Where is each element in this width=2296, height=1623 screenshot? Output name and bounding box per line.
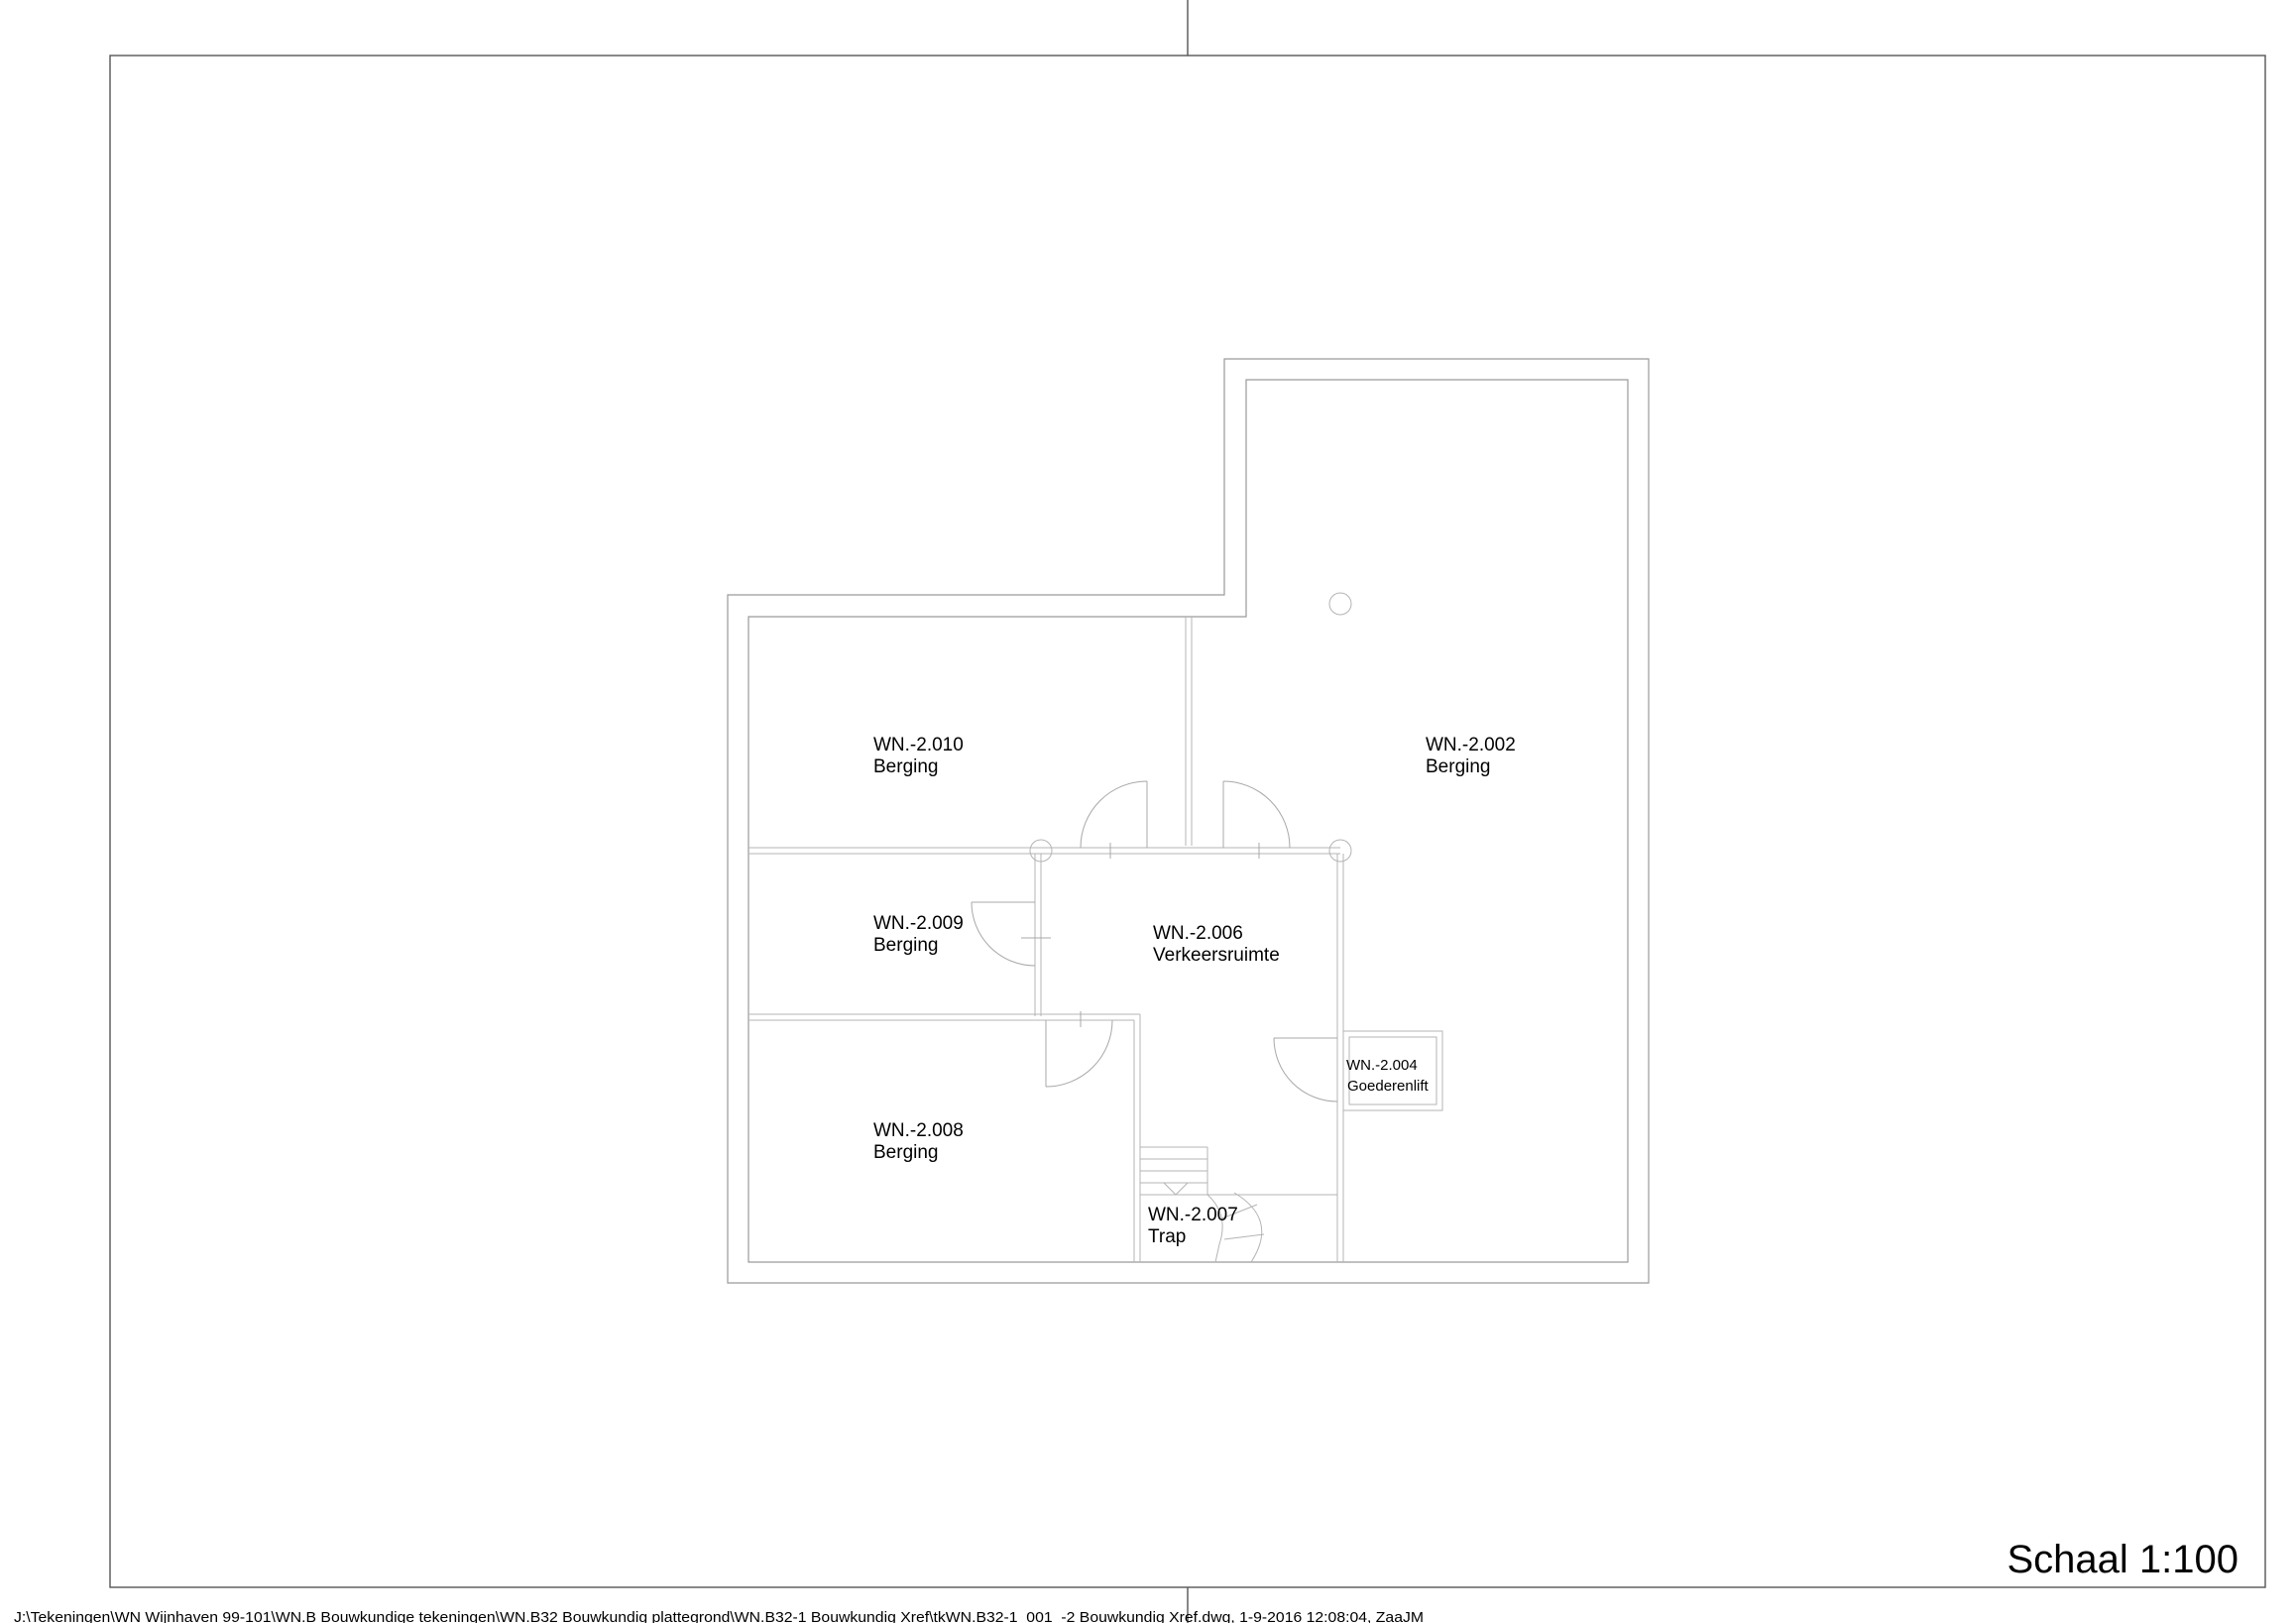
room-name: Verkeersruimte bbox=[1153, 945, 1280, 966]
doors bbox=[971, 780, 1338, 1102]
room-label-wn-2-010: WN.-2.010 Berging bbox=[873, 735, 964, 777]
room-name: Berging bbox=[873, 756, 939, 777]
room-code: WN.-2.009 bbox=[873, 913, 964, 934]
room-name: Berging bbox=[1426, 756, 1491, 777]
room-label-wn-2-009: WN.-2.009 Berging bbox=[873, 913, 964, 956]
room-label-wn-2-008: WN.-2.008 Berging bbox=[873, 1120, 964, 1163]
room-name: Goederenlift bbox=[1347, 1078, 1430, 1095]
room-label-wn-2-002: WN.-2.002 Berging bbox=[1426, 735, 1516, 777]
room-code: WN.-2.006 bbox=[1153, 923, 1243, 944]
goods-lift bbox=[1342, 1030, 1443, 1111]
room-label-wn-2-007: WN.-2.007 Trap bbox=[1148, 1205, 1238, 1247]
room-name: Trap bbox=[1148, 1226, 1186, 1247]
room-name: Berging bbox=[873, 1142, 939, 1163]
columns bbox=[1029, 592, 1352, 863]
room-name: Berging bbox=[873, 935, 939, 956]
room-code: WN.-2.010 bbox=[873, 735, 964, 755]
room-code: WN.-2.007 bbox=[1148, 1205, 1238, 1225]
room-code: WN.-2.004 bbox=[1346, 1057, 1418, 1074]
room-code: WN.-2.008 bbox=[873, 1120, 964, 1141]
interior-walls bbox=[748, 617, 1344, 1262]
room-label-wn-2-004: WN.-2.004 Goederenlift bbox=[1346, 1057, 1430, 1095]
room-label-wn-2-006: WN.-2.006 Verkeersruimte bbox=[1153, 923, 1280, 966]
outer-wall bbox=[727, 358, 1650, 1284]
file-path: J:\Tekeningen\WN Wijnhaven 99-101\WN.B B… bbox=[14, 1609, 1424, 1623]
stair bbox=[1140, 1146, 1265, 1263]
sheet-frame bbox=[109, 55, 2266, 1588]
scale-label: Schaal 1:100 bbox=[2007, 1538, 2239, 1581]
room-code: WN.-2.002 bbox=[1426, 735, 1516, 755]
